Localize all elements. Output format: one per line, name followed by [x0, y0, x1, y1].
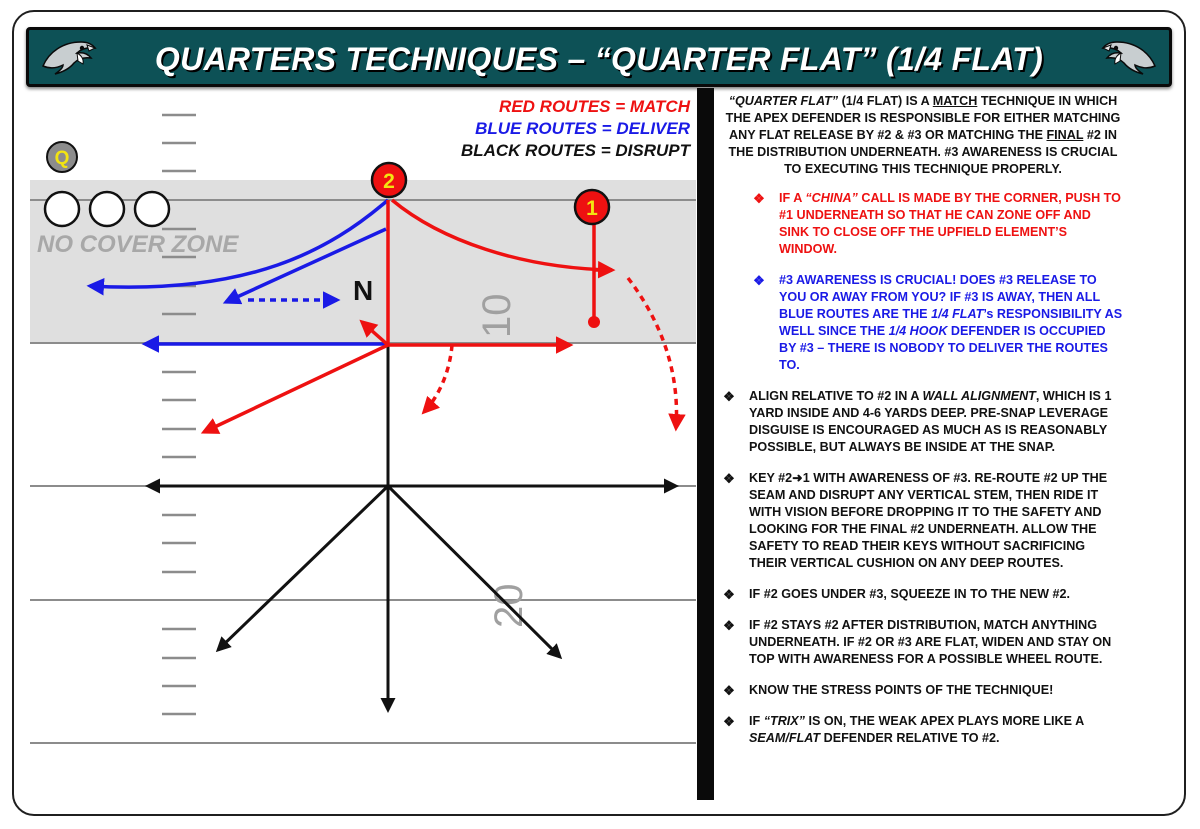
stays-note: ❖IF #2 STAYS #2 AFTER DISTRIBUTION, MATC…: [723, 618, 1112, 666]
bullet-icon: ❖: [723, 587, 735, 602]
no-cover-zone-label: NO COVER ZONE: [37, 231, 239, 258]
title-banner: QUARTERS TECHNIQUES – “QUARTER FLAT” (1/…: [26, 27, 1172, 87]
bullet-icon: ❖: [753, 273, 765, 288]
quarterback-icon: [46, 141, 78, 173]
defender-label: N: [353, 275, 373, 306]
panel-divider: [697, 88, 714, 800]
blue-routes: [86, 198, 390, 353]
yard-number-10: 10: [475, 294, 519, 339]
black-routes: [145, 345, 679, 713]
eagle-head-icon: [1101, 41, 1156, 75]
lineman-icon: [43, 190, 81, 228]
route-legend: RED ROUTES = MATCH BLUE ROUTES = DELIVER…: [461, 96, 690, 162]
intro-paragraph: “QUARTER FLAT” (1/4 FLAT) IS A MATCH TEC…: [725, 94, 1121, 176]
trix-note: ❖IF “TRIX” IS ON, THE WEAK APEX PLAYS MO…: [723, 714, 1084, 745]
field-diagram: 10 20 NO COVER ZONE Q 2 1 N: [30, 113, 696, 744]
bullet-icon: ❖: [723, 683, 735, 698]
eagle-head-icon: [42, 41, 97, 75]
china-note: ❖IF A “CHINA” CALL IS MADE BY THE CORNER…: [753, 191, 1121, 256]
lineman-icon: [88, 190, 126, 228]
receiver-2-label: 2: [383, 170, 395, 193]
legend-black: BLACK ROUTES = DISRUPT: [460, 141, 690, 160]
quarterback-label: Q: [55, 148, 70, 169]
under-note: ❖IF #2 GOES UNDER #3, SQUEEZE IN TO THE …: [723, 587, 1070, 602]
red-routes: [200, 198, 686, 434]
bullet-icon: ❖: [753, 191, 765, 206]
bullet-icon: ❖: [723, 389, 735, 404]
align-note: ❖ALIGN RELATIVE TO #2 IN A WALL ALIGNMEN…: [723, 389, 1112, 454]
coaching-notes: “QUARTER FLAT” (1/4 FLAT) IS A MATCH TEC…: [722, 93, 1124, 761]
stress-note: ❖KNOW THE STRESS POINTS OF THE TECHNIQUE…: [723, 683, 1054, 698]
slide-frame: [12, 10, 1186, 816]
banner-title: QUARTERS TECHNIQUES – “QUARTER FLAT” (1/…: [154, 41, 1044, 77]
legend-red: RED ROUTES = MATCH: [499, 97, 690, 116]
legend-blue: BLUE ROUTES = DELIVER: [475, 119, 690, 138]
awareness-note: ❖#3 AWARENESS IS CRUCIAL! DOES #3 RELEAS…: [753, 273, 1123, 372]
bullet-icon: ❖: [723, 471, 735, 486]
lineman-icon: [133, 190, 171, 228]
bullet-icon: ❖: [723, 618, 735, 633]
receiver-1-icon: [573, 188, 611, 226]
receiver-1-label: 1: [586, 197, 598, 220]
bullet-icon: ❖: [723, 714, 735, 729]
receiver-2-icon: [370, 161, 408, 199]
route-endpoint-dot: [588, 316, 600, 328]
key-note: ❖KEY #2➜1 WITH AWARENESS OF #3. RE-ROUTE…: [723, 471, 1108, 570]
